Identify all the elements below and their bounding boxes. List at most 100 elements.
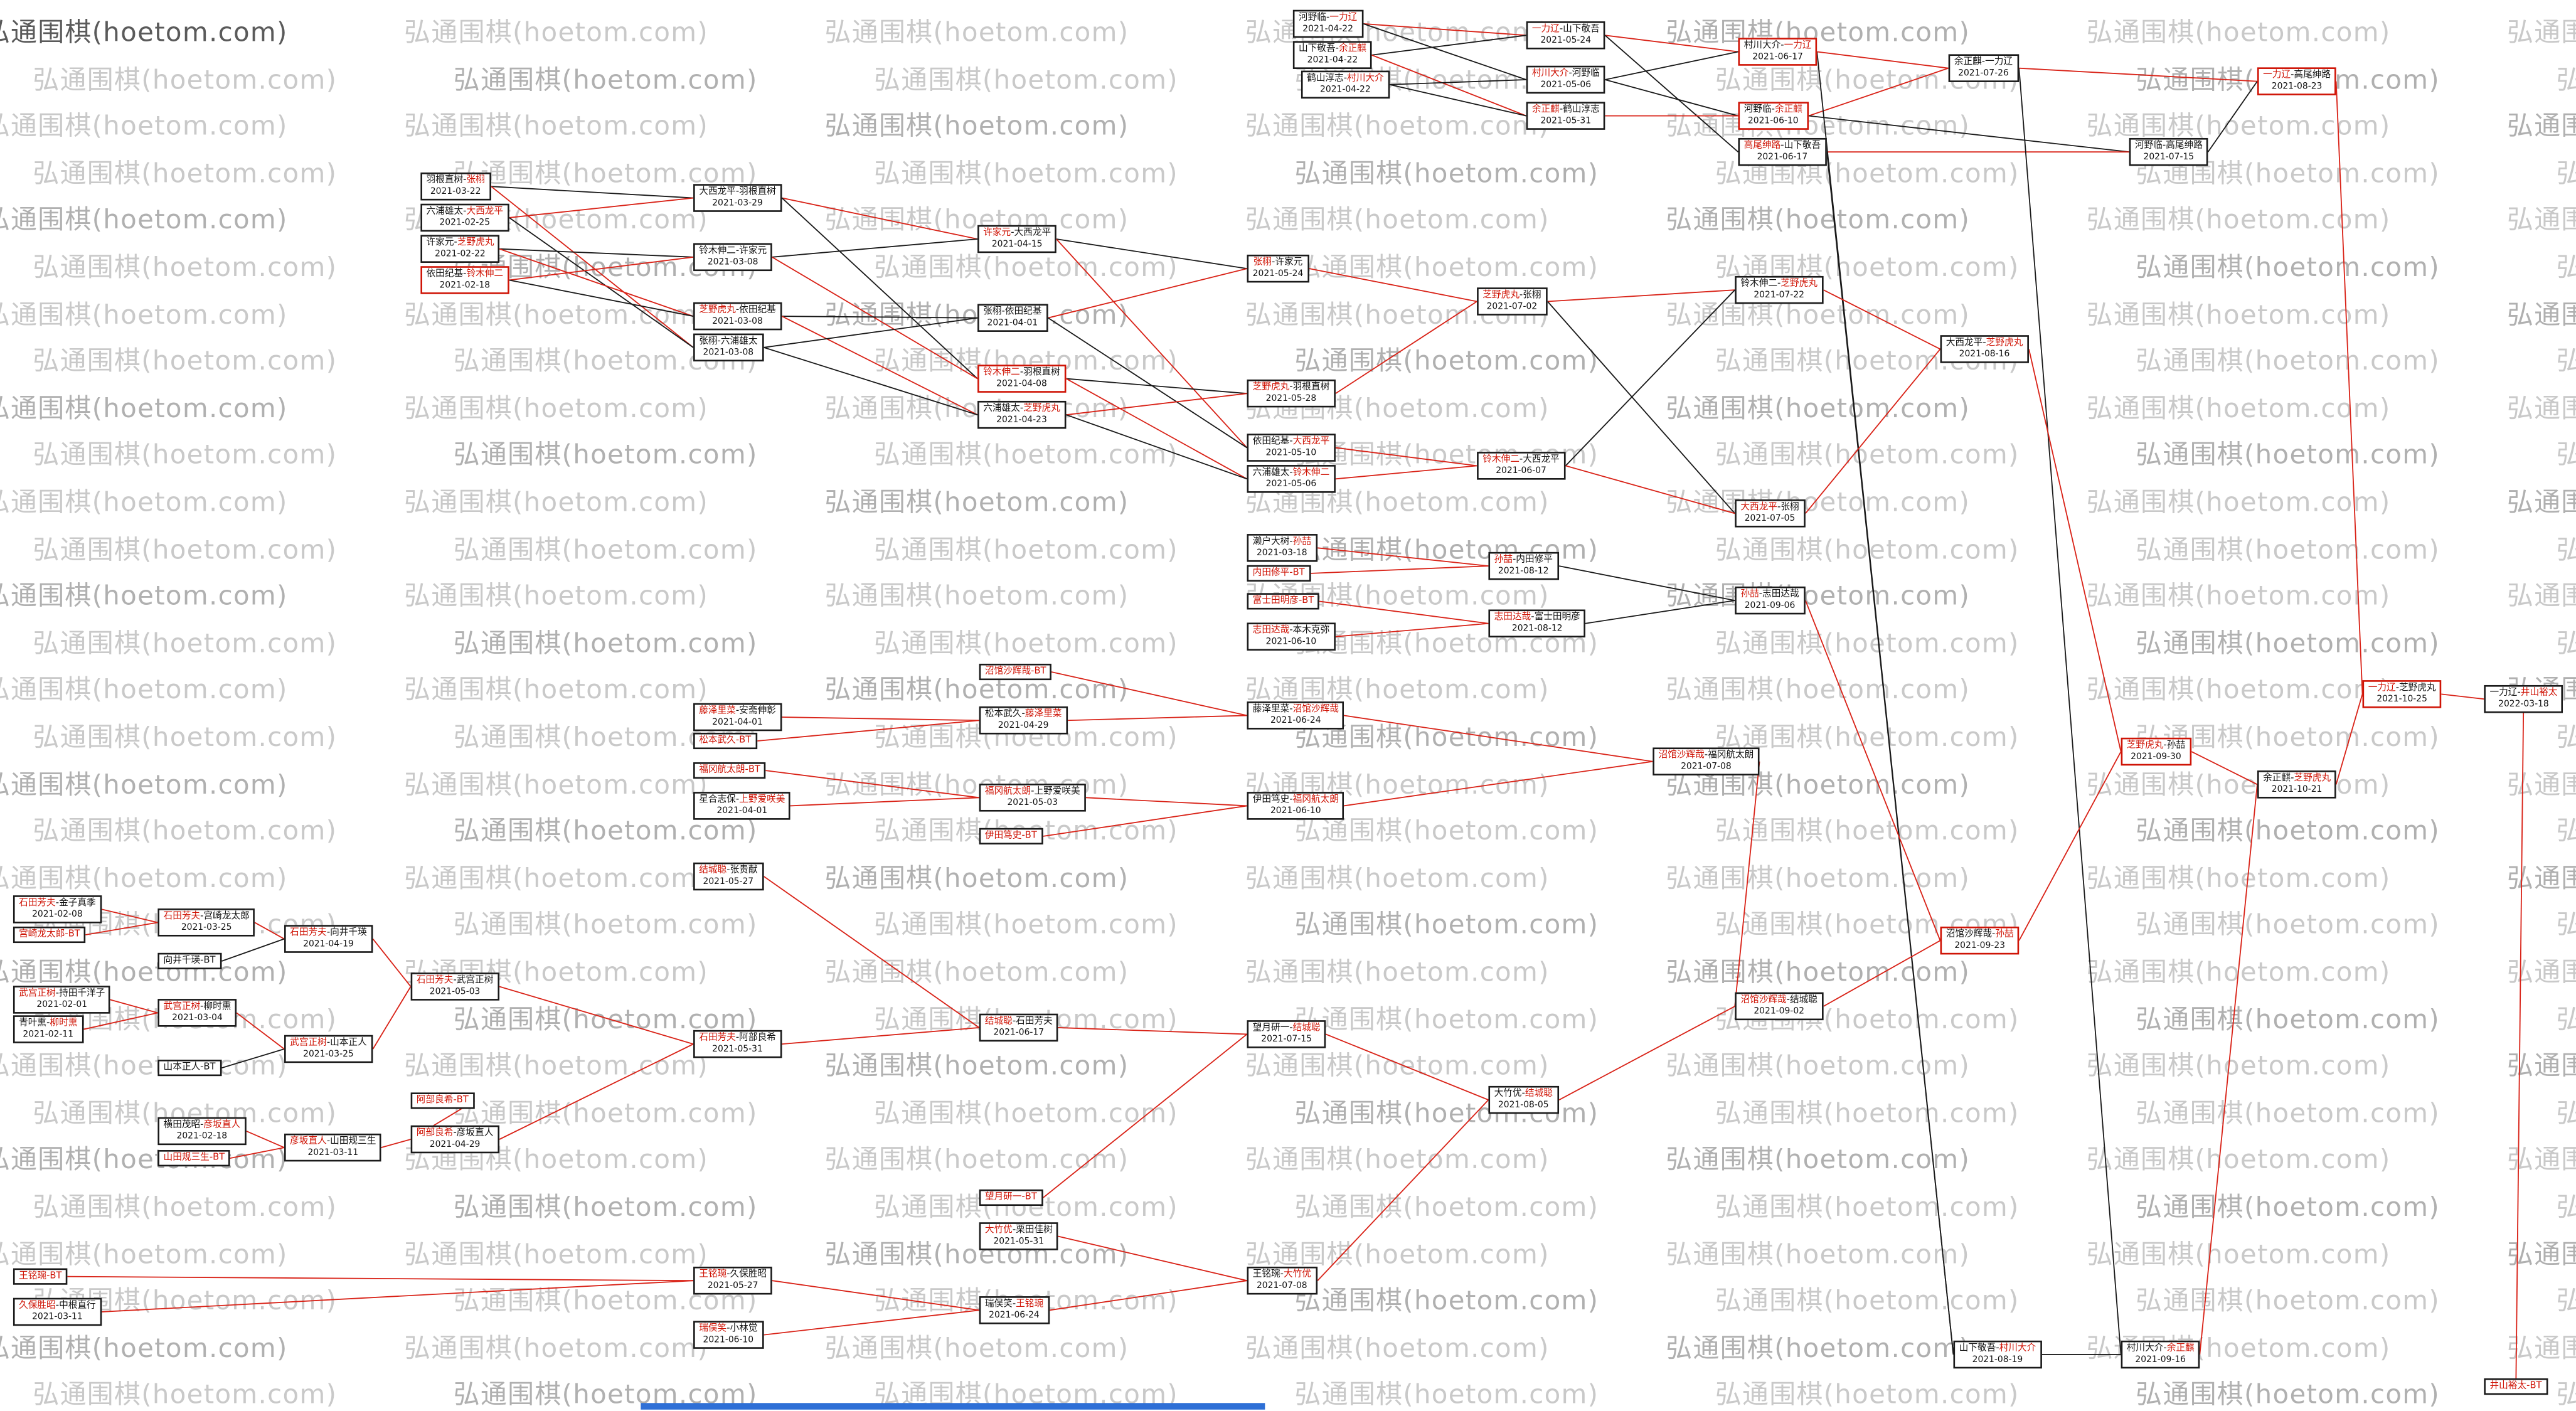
watermark-text: 弘通围棋(hoetom.com) [404,1050,709,1082]
watermark-text: 弘通围棋(hoetom.com) [824,674,1129,706]
match-players: 许家元-芝野虎丸 [426,237,494,248]
match-players: 沼馆沙辉哉-孙喆 [1945,929,2014,939]
match-players: 一力辽-芝野虎丸 [2368,683,2436,693]
watermark-text: 弘通围棋(hoetom.com) [2506,486,2576,518]
bracket-line [782,316,978,416]
match-date: 2021-05-03 [429,987,481,997]
bracket-line [1817,51,1949,69]
watermark-text: 弘通围棋(hoetom.com) [824,956,1129,988]
bracket-line [2191,751,2258,785]
match-players: 山下敬吾-村川大介 [1959,1343,2036,1353]
watermark-text: 弘通围棋(hoetom.com) [1245,110,1550,142]
watermark-text: 弘通围棋(hoetom.com) [1294,1379,1599,1410]
match-players: 余正麒-一力辽 [1954,56,2013,67]
watermark-text: 弘通围棋(hoetom.com) [1715,533,2020,565]
bracket-line [372,986,412,1050]
watermark-text: 弘通围棋(hoetom.com) [1245,204,1550,236]
watermark-text: 弘通围棋(hoetom.com) [1245,1332,1550,1363]
match-date: 2021-02-18 [439,280,491,290]
watermark-text: 弘通围棋(hoetom.com) [1294,721,1599,753]
match-date: 2021-07-08 [1256,1281,1307,1291]
match-date: 2021-02-25 [439,218,491,228]
match-date: 2021-07-26 [1958,68,2009,79]
match-players: 沼馆沙辉哉-福冈航太朗 [1658,750,1754,760]
watermark-text: 弘通围棋(hoetom.com) [1666,1332,1971,1363]
bracket-line [1043,1033,1248,1198]
watermark-text: 弘通围棋(hoetom.com) [33,721,338,753]
watermark-text: 弘通围棋(hoetom.com) [824,1050,1129,1082]
match-players: 阿部良希-BT [416,1095,469,1105]
match-date: 2021-02-01 [36,1000,88,1010]
match-players: 六浦雄太-大西龙平 [426,206,504,216]
match-players: 沼馆沙辉哉-BT [984,666,1046,676]
match-date: 2021-08-12 [1498,566,1549,577]
watermark-text: 弘通围棋(hoetom.com) [404,580,709,612]
match-date: 2021-06-10 [703,1335,754,1346]
bracket-line [1565,465,1735,514]
match-players: 鹤山淳志-村川大介 [1307,73,1384,83]
watermark-text: 弘通围棋(hoetom.com) [2136,1379,2440,1410]
bracket-line [757,720,979,742]
watermark-text: 弘通围棋(hoetom.com) [2506,956,2576,988]
bracket-line [1371,35,1526,56]
match-date: 2021-05-28 [1265,393,1317,404]
watermark-text: 弘通围棋(hoetom.com) [2506,204,2576,236]
match-players: 青叶熏-柳时熏 [19,1018,78,1028]
bracket-line [1390,83,1526,117]
match-node: 铃木伸二-羽根直树 2021-04-08 [977,365,1066,393]
bracket-line [1547,301,1735,514]
match-date: 2021-04-08 [996,379,1047,389]
bracket-line [2335,694,2363,785]
watermark-text: 弘通围棋(hoetom.com) [1715,721,2020,753]
match-players: 大竹优-结城聪 [1494,1088,1553,1099]
bracket-line [1056,238,1248,449]
bracket-line [1066,378,1247,480]
match-date: 2021-03-25 [303,1049,354,1060]
watermark-text: 弘通围棋(hoetom.com) [1715,1379,2020,1410]
bracket-line [1585,600,1735,624]
match-players: 六浦雄太-铃木伸二 [1252,467,1330,477]
match-players: 铃木伸二-羽根直树 [983,367,1060,377]
watermark-text: 弘通围棋(hoetom.com) [2136,815,2440,847]
bracket-line [1604,35,1739,152]
bracket-line [1317,547,1489,567]
watermark-text: 弘通围棋(hoetom.com) [2557,1373,2576,1411]
match-players: 铃木伸二-芝野虎丸 [1740,278,1818,289]
match-players: 村川大介-一力辽 [1743,40,1812,50]
bracket-line [1823,940,1941,1007]
watermark-text: 弘通围棋(hoetom.com) [2506,110,2576,142]
match-date: 2021-03-11 [307,1147,359,1158]
match-players: 羽根直树-张栩 [426,174,485,185]
watermark-text: 弘通围棋(hoetom.com) [2086,1050,2391,1082]
match-players: 结城聪-张贵献 [699,865,758,875]
watermark-text: 弘通围棋(hoetom.com) [1715,1191,2020,1223]
watermark-text: 弘通围棋(hoetom.com) [0,204,288,236]
watermark-text: 弘通围棋(hoetom.com) [453,533,758,565]
match-date: 2021-05-24 [1540,35,1592,46]
watermark-text: 弘通围棋(hoetom.com) [404,862,709,893]
watermark-text: 弘通围棋(hoetom.com) [0,580,288,612]
watermark-text: 弘通围棋(hoetom.com) [1666,204,1971,236]
bracket-line [1048,317,1248,449]
watermark-text: 弘通围棋(hoetom.com) [33,533,338,565]
match-players: 山本正人-BT [163,1062,216,1072]
match-players: 石田芳夫-阿部良希 [699,1032,776,1043]
match-players: 村川大介-河野临 [1531,68,1600,78]
match-date: 2021-09-02 [1754,1006,1804,1017]
